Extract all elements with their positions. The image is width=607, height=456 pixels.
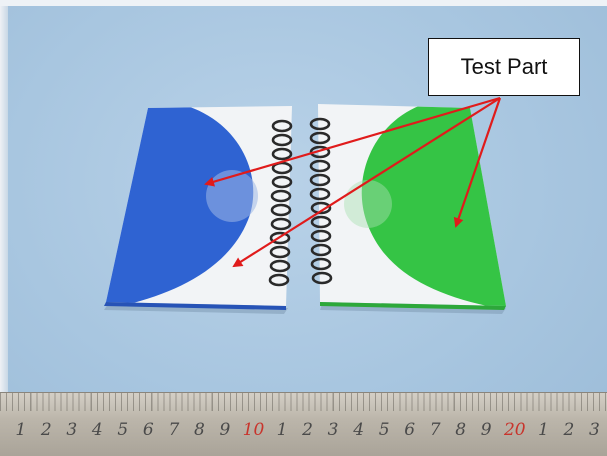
ruler-number: 10	[242, 420, 265, 440]
ruler-number: 8	[455, 420, 467, 440]
ruler-number: 8	[193, 420, 205, 440]
blue-cover-thumb-notch	[206, 170, 258, 222]
test-part-label: Test Part	[460, 54, 548, 79]
ruler-number: 2	[40, 420, 52, 440]
ruler-number: 3	[588, 420, 600, 440]
left-frame	[0, 0, 8, 456]
ruler-number: 3	[66, 420, 78, 440]
ruler-number: 7	[429, 420, 441, 440]
ruler-number: 9	[480, 420, 492, 440]
left-notebook	[104, 106, 292, 310]
green-cover-thumb-notch	[344, 180, 392, 228]
left-spiral-binding	[268, 119, 293, 287]
ruler-number: 3	[327, 420, 339, 440]
ruler-number: 4	[353, 420, 365, 440]
ruler-number: 4	[91, 420, 103, 440]
top-frame	[0, 0, 607, 6]
ruler-ticks	[0, 393, 607, 411]
arrow-to-blue-cover	[204, 96, 501, 187]
right-notebook	[318, 104, 506, 310]
ruler-number: 7	[168, 420, 180, 440]
ruler-number: 5	[378, 420, 390, 440]
ruler-number: 5	[117, 420, 129, 440]
ruler-number: 2	[563, 420, 575, 440]
ruler-number: 9	[219, 420, 231, 440]
ruler-number: 1	[15, 420, 27, 440]
left-notebook-edge	[104, 302, 286, 310]
arrow-to-green-cover	[453, 97, 502, 228]
ruler-number: 1	[276, 420, 288, 440]
arrow-to-white-cover	[232, 97, 501, 268]
right-notebook-edge	[320, 302, 506, 310]
ruler-number: 6	[142, 420, 154, 440]
ruler-number: 2	[302, 420, 313, 440]
ruler-number: 1	[537, 420, 549, 440]
test-part-callout: Test Part	[428, 38, 580, 96]
ruler-number: 6	[404, 420, 416, 440]
right-spiral-binding	[309, 117, 333, 285]
annotation-arrows	[204, 96, 502, 268]
ruler-number: 20	[503, 420, 526, 440]
